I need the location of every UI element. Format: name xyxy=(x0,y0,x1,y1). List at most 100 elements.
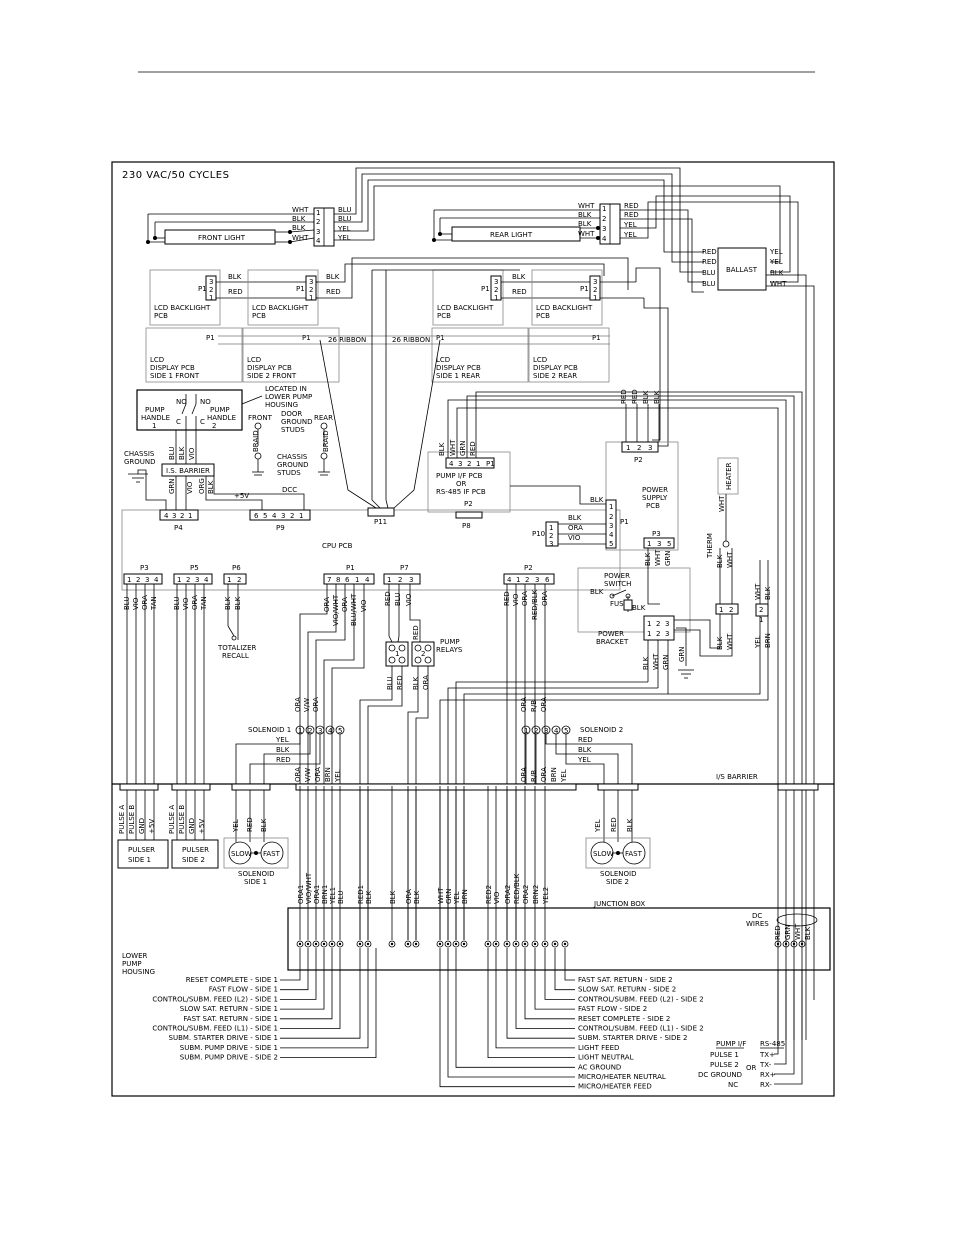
svg-text:5: 5 xyxy=(609,540,613,548)
svg-text:CHASSIS: CHASSIS xyxy=(277,453,308,461)
is-barrier-divider: I/S BARRIER xyxy=(112,773,834,791)
svg-text:RX-: RX- xyxy=(760,1081,772,1089)
lcd-display-2 xyxy=(242,327,340,383)
svg-text:GRN: GRN xyxy=(678,646,686,662)
right-signal-leader xyxy=(564,948,575,981)
svg-text:P1: P1 xyxy=(206,334,215,342)
is-barrier-box xyxy=(161,463,215,477)
junction-terminal xyxy=(541,940,549,948)
svg-text:SIDE 2: SIDE 2 xyxy=(182,856,205,864)
svg-text:BLK: BLK xyxy=(804,926,812,940)
junction-terminal-center xyxy=(784,942,788,946)
heater-box xyxy=(717,457,739,495)
svg-text:I.S. BARRIER: I.S. BARRIER xyxy=(166,467,210,475)
svg-text:SIDE 2: SIDE 2 xyxy=(606,878,629,886)
svg-text:WHT: WHT xyxy=(726,633,734,650)
junction-terminal xyxy=(452,940,460,948)
left-signal-label: SUBM. STARTER DRIVE - SIDE 1 xyxy=(169,1034,278,1042)
junction-terminal xyxy=(503,940,511,948)
svg-text:BLK: BLK xyxy=(590,496,604,504)
right-signal-leader xyxy=(495,948,575,1049)
svg-text:BLK: BLK xyxy=(412,676,420,690)
svg-text:YEL: YEL xyxy=(577,756,591,764)
svg-text:SOLENOID: SOLENOID xyxy=(238,870,274,878)
svg-text:2: 2 xyxy=(186,576,190,584)
svg-text:4: 4 xyxy=(316,237,321,245)
svg-text:VIO: VIO xyxy=(186,481,194,494)
svg-text:3: 3 xyxy=(209,278,213,286)
svg-text:RX+: RX+ xyxy=(760,1071,776,1079)
svg-text:3: 3 xyxy=(549,540,553,548)
junction-wire-label: ORA1 xyxy=(313,885,321,904)
svg-text:P1: P1 xyxy=(486,460,495,468)
svg-text:PCB: PCB xyxy=(154,312,168,320)
lcd-display-4 xyxy=(528,327,610,383)
junction-terminal xyxy=(404,940,412,948)
svg-text:YEL: YEL xyxy=(769,248,783,256)
svg-text:BLK: BLK xyxy=(770,269,784,277)
svg-text:PULSE B: PULSE B xyxy=(128,805,136,834)
right-signal-leader xyxy=(534,948,575,1010)
junction-terminal-center xyxy=(553,942,557,946)
pump-if-pcb: 4 3 2 1 P1 BLK WHT GRN RED PUMP I/F PCB … xyxy=(427,391,803,1040)
svg-text:BLK: BLK xyxy=(276,746,290,754)
junction-wire-label: ORA2 xyxy=(504,885,512,904)
junction-terminal-center xyxy=(390,942,394,946)
right-signal-label: FAST SAT. RETURN - SIDE 2 xyxy=(578,976,673,984)
svg-text:GRN: GRN xyxy=(784,924,792,940)
connector-p6 xyxy=(223,573,247,585)
svg-text:1: 1 xyxy=(647,540,651,548)
svg-text:RED: RED xyxy=(610,817,618,832)
junction-box: JUNCTION BOX DC WIRES RED GRN WHT BLK LO… xyxy=(122,786,831,976)
svg-text:SIDE 1 FRONT: SIDE 1 FRONT xyxy=(150,372,200,380)
svg-text:RECALL: RECALL xyxy=(222,652,249,660)
junction-terminal xyxy=(531,940,539,948)
svg-text:RED: RED xyxy=(620,389,628,404)
pulsers: PULSE A PULSE B GND +5V PULSER SIDE 1 PU… xyxy=(117,790,219,869)
svg-text:C: C xyxy=(176,418,181,426)
svg-text:HANDLE: HANDLE xyxy=(141,414,170,422)
power-bracket-box xyxy=(643,615,675,641)
svg-text:2: 2 xyxy=(180,512,184,520)
svg-text:2: 2 xyxy=(467,460,471,468)
svg-text:LCD BACKLIGHT: LCD BACKLIGHT xyxy=(437,304,494,312)
svg-text:ORA: ORA xyxy=(422,675,430,690)
svg-text:P1: P1 xyxy=(580,285,589,293)
svg-text:RED: RED xyxy=(396,675,404,690)
left-signal-label: CONTROL/SUBM. FEED (L2) - SIDE 1 xyxy=(152,995,278,1003)
svg-text:2: 2 xyxy=(290,512,294,520)
svg-text:POWER: POWER xyxy=(598,630,624,638)
svg-text:BRACKET: BRACKET xyxy=(596,638,629,646)
svg-text:DISPLAY PCB: DISPLAY PCB xyxy=(533,364,578,372)
lcd-backlight-2 xyxy=(247,269,319,326)
diagram-frame xyxy=(111,161,835,1097)
svg-text:RED: RED xyxy=(384,591,392,606)
svg-text:ORA: ORA xyxy=(312,697,320,712)
svg-text:4: 4 xyxy=(449,460,454,468)
junction-terminal-center xyxy=(358,942,362,946)
svg-text:BLU: BLU xyxy=(702,280,715,288)
junction-wire-label: RED1 xyxy=(357,885,365,904)
svg-text:WHT: WHT xyxy=(794,923,802,940)
svg-text:HOUSING: HOUSING xyxy=(265,401,298,409)
svg-text:HOUSING: HOUSING xyxy=(122,968,155,976)
svg-text:PUMP I/F PCB: PUMP I/F PCB xyxy=(436,472,483,480)
svg-text:3: 3 xyxy=(544,727,548,735)
svg-text:RED: RED xyxy=(469,441,477,456)
svg-text:DC GROUND: DC GROUND xyxy=(698,1071,742,1079)
svg-text:P1: P1 xyxy=(346,564,355,572)
svg-text:3: 3 xyxy=(309,278,313,286)
svg-text:3: 3 xyxy=(281,512,285,520)
svg-text:2: 2 xyxy=(421,650,425,658)
pulser-side-1 xyxy=(117,839,169,869)
svg-text:5: 5 xyxy=(667,540,671,548)
right-signal-label: AC GROUND xyxy=(578,1063,621,1071)
svg-text:PULSE 2: PULSE 2 xyxy=(710,1061,739,1069)
svg-text:PULSE A: PULSE A xyxy=(118,805,126,834)
svg-text:GRN: GRN xyxy=(459,440,467,456)
svg-text:PULSE B: PULSE B xyxy=(178,805,186,834)
svg-text:2: 2 xyxy=(549,532,553,540)
junction-terminal-center xyxy=(533,942,537,946)
left-signal-leader xyxy=(280,948,341,1029)
svg-text:BLK: BLK xyxy=(568,514,582,522)
